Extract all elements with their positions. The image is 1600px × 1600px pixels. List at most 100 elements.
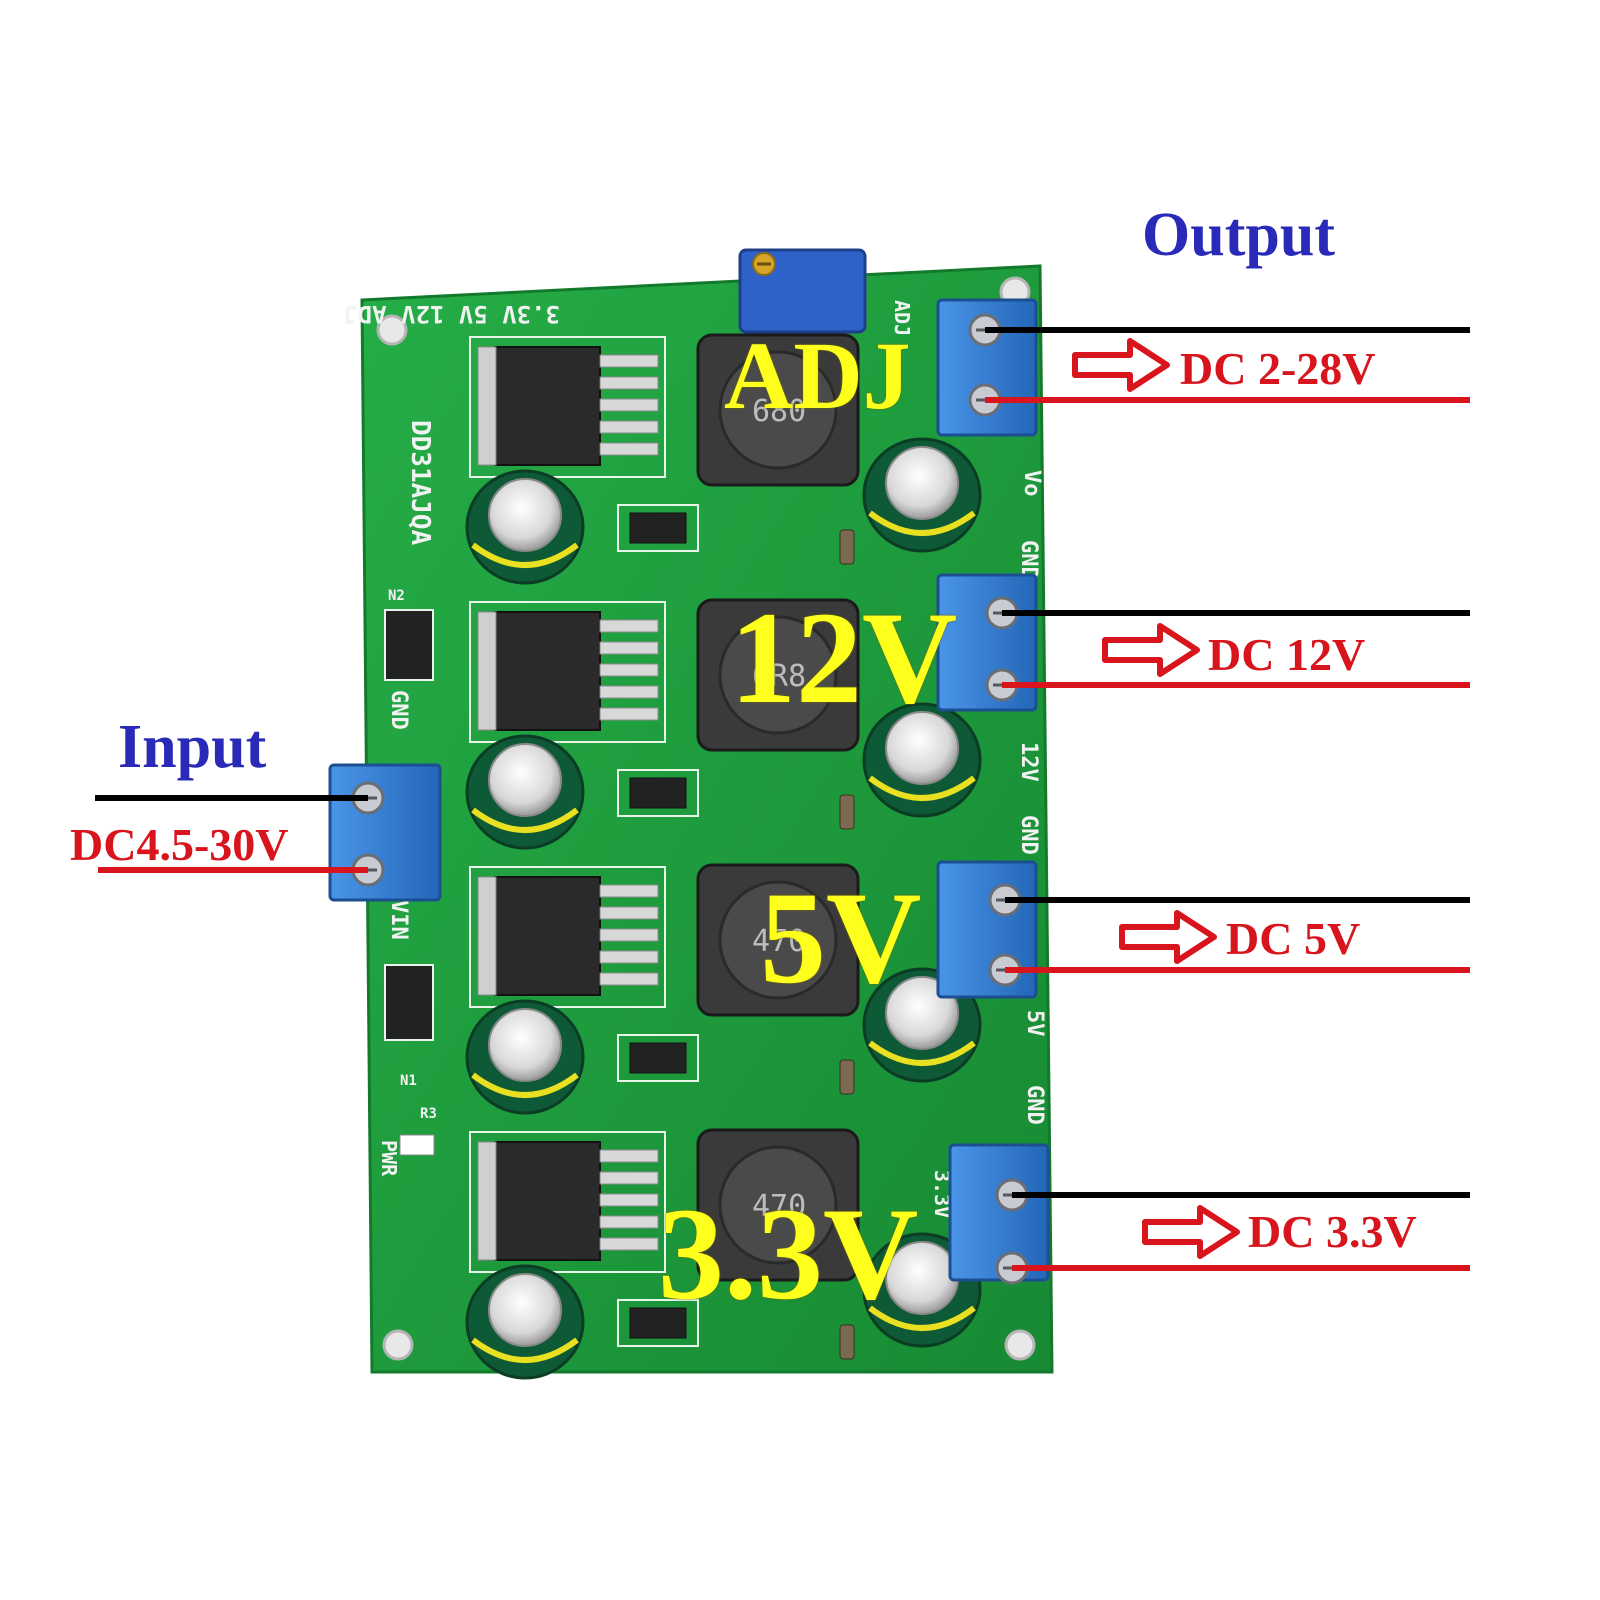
silk-r3: R3 bbox=[420, 1106, 437, 1122]
ic-pin bbox=[599, 376, 659, 390]
electrolytic-capacitor bbox=[862, 437, 982, 553]
capacitor-top bbox=[488, 478, 562, 552]
capacitor-top bbox=[488, 1008, 562, 1082]
inductor-core bbox=[718, 615, 838, 735]
inductor-core bbox=[718, 880, 838, 1000]
capacitor-stripe bbox=[471, 542, 579, 568]
silk-pwr: PWR bbox=[377, 1140, 401, 1177]
ic-pin bbox=[599, 398, 659, 412]
ic-tab bbox=[477, 611, 497, 731]
input-components bbox=[384, 609, 435, 1156]
terminal-body bbox=[328, 763, 442, 902]
ic-pin bbox=[599, 641, 659, 655]
capacitor-top bbox=[885, 711, 959, 785]
capacitor-stripe bbox=[868, 775, 976, 801]
diode bbox=[629, 1042, 687, 1074]
silk-5v: 5V bbox=[1022, 1010, 1047, 1037]
silk-header: 3.3V 5V 12V ADJ bbox=[343, 300, 560, 328]
ic-pin bbox=[599, 663, 659, 677]
regulator-stage: 680 bbox=[465, 333, 982, 585]
silk-gnd-3: GND bbox=[1022, 1085, 1047, 1125]
regulator-stage: 470 bbox=[465, 1128, 982, 1380]
arrow-icon bbox=[1102, 623, 1200, 677]
terminal-input bbox=[328, 763, 442, 902]
diode bbox=[629, 512, 687, 544]
terminal-33v bbox=[948, 1143, 1050, 1285]
big-label-12v: 12V bbox=[730, 584, 958, 731]
silk-gnd-2: GND bbox=[1016, 815, 1041, 855]
regulator-ic bbox=[494, 1141, 601, 1261]
ic-pin bbox=[599, 685, 659, 699]
ic-outline bbox=[469, 1131, 666, 1273]
capacitor-stripe bbox=[471, 1072, 579, 1098]
electrolytic-capacitor bbox=[465, 1264, 585, 1380]
diode-outline bbox=[617, 504, 699, 552]
arrow-icon bbox=[1119, 910, 1217, 964]
ic-tab bbox=[477, 1141, 497, 1261]
arrow-icon bbox=[1142, 1205, 1240, 1259]
ic-pin bbox=[599, 928, 659, 942]
output-range-5v: DC 5V bbox=[1226, 913, 1361, 964]
smd-capacitor bbox=[839, 1059, 855, 1095]
output-heading: Output bbox=[1142, 201, 1335, 269]
input-range-label: DC4.5-30V bbox=[70, 819, 289, 870]
smd-capacitor bbox=[839, 1324, 855, 1360]
ic-pin bbox=[599, 906, 659, 920]
diode bbox=[629, 777, 687, 809]
ic-pin bbox=[599, 1237, 659, 1251]
diode-outline bbox=[617, 1034, 699, 1082]
capacitor-stripe bbox=[868, 1305, 976, 1331]
tvs-diode-n2 bbox=[384, 609, 434, 681]
regulator-stage: 6R8 bbox=[465, 598, 982, 850]
electrolytic-capacitor bbox=[465, 734, 585, 850]
ic-pin bbox=[599, 442, 659, 456]
ic-pin bbox=[599, 1171, 659, 1185]
terminal-adj bbox=[936, 298, 1038, 437]
terminal-body bbox=[948, 1143, 1050, 1282]
capacitor-stripe bbox=[471, 807, 579, 833]
ic-pin bbox=[599, 950, 659, 964]
arrows bbox=[1072, 338, 1240, 1259]
big-label-adj: ADJ bbox=[724, 322, 911, 429]
capacitor-top bbox=[885, 446, 959, 520]
silk-gnd-1: GND bbox=[1016, 540, 1041, 580]
electrolytic-capacitor bbox=[862, 702, 982, 818]
big-label-33v: 3.3V bbox=[658, 1180, 919, 1327]
inductor-core bbox=[718, 350, 838, 470]
regulator-ic bbox=[494, 346, 601, 466]
ic-outline bbox=[469, 866, 666, 1008]
ic-pin bbox=[599, 1215, 659, 1229]
trimmer-potentiometer bbox=[738, 248, 867, 334]
smd-capacitor bbox=[839, 794, 855, 830]
ic-pin bbox=[599, 972, 659, 986]
ic-pin bbox=[599, 884, 659, 898]
inductor-code: 6R8 bbox=[752, 659, 806, 694]
smd-capacitor bbox=[839, 529, 855, 565]
inductor-code: 470 bbox=[752, 924, 806, 959]
silk-model: DD31AJQA bbox=[405, 420, 435, 546]
silk-adj-pin: ADJ bbox=[890, 300, 914, 336]
inductor-code: 470 bbox=[752, 1189, 806, 1224]
silk-12v: 12V bbox=[1016, 742, 1041, 782]
capacitor-top bbox=[488, 1273, 562, 1347]
big-label-5v: 5V bbox=[760, 864, 922, 1011]
output-range-adj: DC 2-28V bbox=[1180, 343, 1376, 394]
ic-tab bbox=[477, 876, 497, 996]
silk-n1: N1 bbox=[400, 1073, 417, 1089]
regulator-ic bbox=[494, 876, 601, 996]
ic-pin bbox=[599, 707, 659, 721]
tvs-diode-n1 bbox=[384, 964, 434, 1041]
silk-gnd-in: GND bbox=[386, 690, 411, 730]
capacitor-top bbox=[488, 743, 562, 817]
electrolytic-capacitor bbox=[465, 469, 585, 585]
output-range-12v: DC 12V bbox=[1208, 629, 1366, 680]
inductor-core bbox=[718, 1145, 838, 1265]
inductor-code: 680 bbox=[752, 394, 806, 429]
ic-pin bbox=[599, 1193, 659, 1207]
wires bbox=[95, 327, 1470, 1271]
diode bbox=[629, 1307, 687, 1339]
terminal-5v bbox=[936, 860, 1038, 999]
input-heading: Input bbox=[118, 713, 267, 781]
